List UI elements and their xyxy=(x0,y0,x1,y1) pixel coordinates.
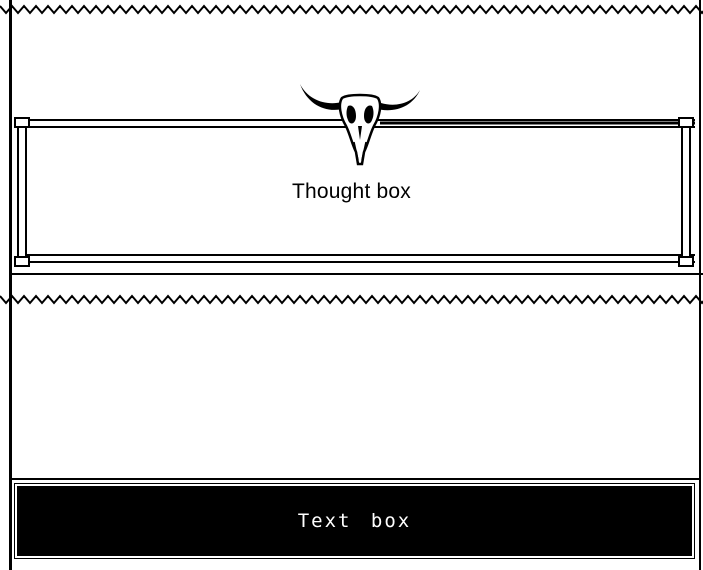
longhorn-skull-icon xyxy=(298,82,422,172)
thought-box-label: Thought box xyxy=(0,180,703,204)
text-box-label: Text box xyxy=(17,510,692,532)
text-box[interactable]: Text box xyxy=(17,486,692,556)
middle-zigzag-divider xyxy=(0,288,703,312)
top-zigzag-divider xyxy=(0,0,703,24)
